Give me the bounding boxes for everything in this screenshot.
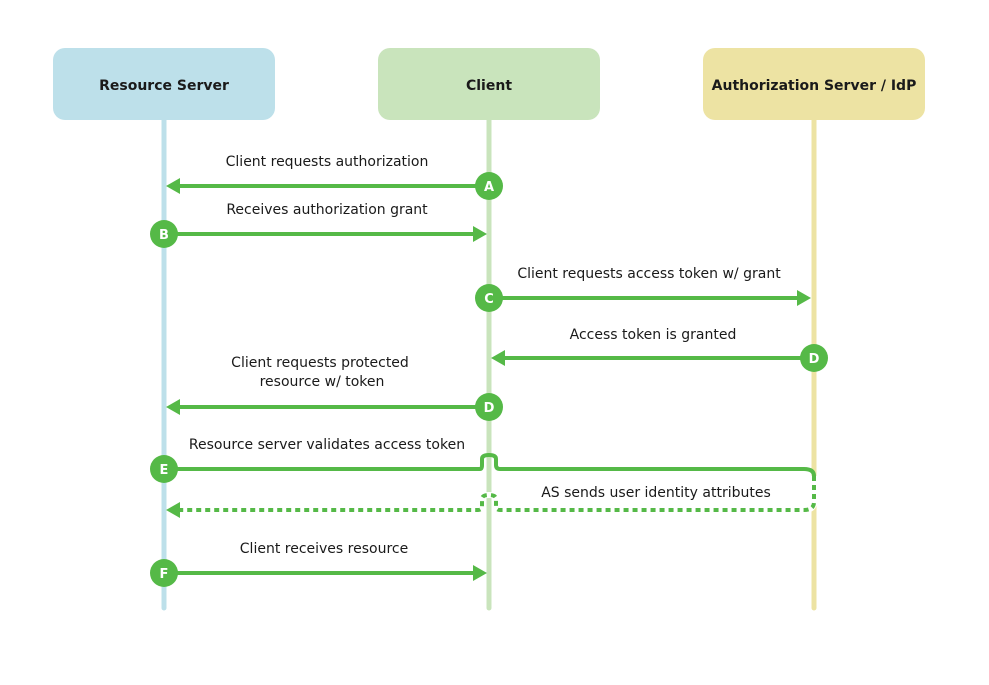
step-d1-badge: D xyxy=(800,344,828,372)
step-a-label: Client requests authorization xyxy=(226,154,429,170)
step-b-label: Receives authorization grant xyxy=(226,202,428,218)
step-c-label: Client requests access token w/ grant xyxy=(517,266,781,282)
step-f-badge: F xyxy=(150,559,178,587)
svg-text:A: A xyxy=(484,180,494,195)
step-e-return-arrowhead xyxy=(166,502,180,518)
client-label: Client xyxy=(466,78,512,94)
resource-server-label: Resource Server xyxy=(99,78,229,94)
step-e-label: Resource server validates access token xyxy=(189,437,465,453)
svg-text:F: F xyxy=(160,567,169,582)
step-f-arrow xyxy=(176,565,487,581)
client-actor: Client xyxy=(378,48,600,120)
step-d1-label: Access token is granted xyxy=(570,327,737,343)
step-a-arrow xyxy=(166,178,476,194)
auth-server-label: Authorization Server / IdP xyxy=(712,78,917,94)
step-d2-badge: D xyxy=(475,393,503,421)
step-f-label: Client receives resource xyxy=(240,541,408,557)
step-e-return-label: AS sends user identity attributes xyxy=(541,485,771,501)
step-a-badge: A xyxy=(475,172,503,200)
resource-server-actor: Resource Server xyxy=(53,48,275,120)
step-c-arrow xyxy=(501,290,811,306)
step-d1-arrow xyxy=(491,350,801,366)
svg-text:E: E xyxy=(160,463,169,478)
auth-server-actor: Authorization Server / IdP xyxy=(703,48,925,120)
svg-text:C: C xyxy=(484,292,494,307)
step-d2-label-line2: resource w/ token xyxy=(260,374,385,390)
svg-text:D: D xyxy=(809,352,820,367)
svg-text:D: D xyxy=(484,401,495,416)
step-b-badge: B xyxy=(150,220,178,248)
step-c-badge: C xyxy=(475,284,503,312)
step-b-arrow xyxy=(176,226,487,242)
svg-text:B: B xyxy=(159,228,169,243)
step-d2-label-line1: Client requests protected xyxy=(231,355,409,371)
step-d2-arrow xyxy=(166,399,476,415)
step-e-badge: E xyxy=(150,455,178,483)
step-e-return-arrow-line xyxy=(180,476,816,512)
